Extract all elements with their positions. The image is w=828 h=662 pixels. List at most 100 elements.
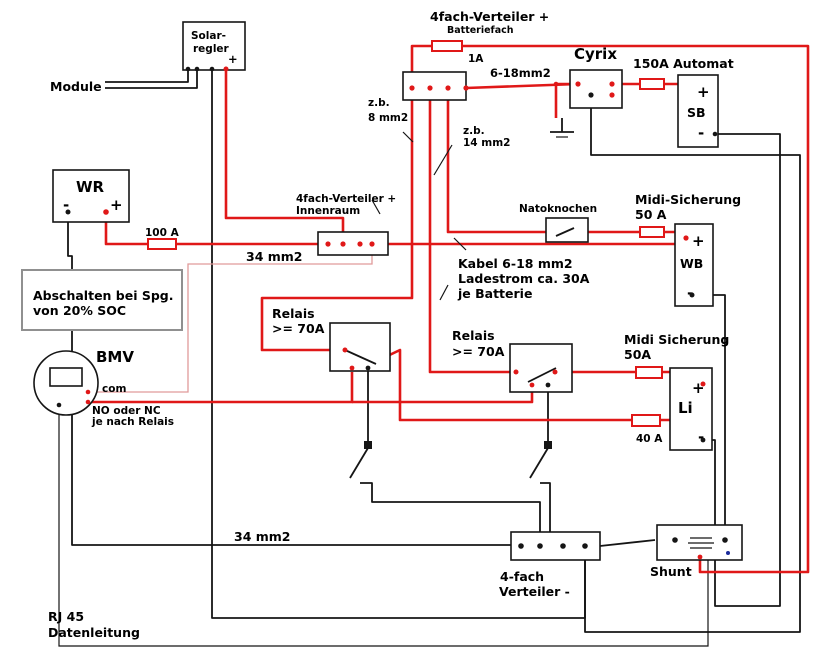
work-battery: + WB -	[674, 223, 714, 307]
midi-li-label1: Midi Sicherung	[624, 332, 729, 347]
fuse-1a-body	[431, 40, 463, 52]
zb2-label: z.b.	[463, 125, 485, 137]
relay1-box	[329, 322, 391, 372]
relay2-label1: Relais	[452, 328, 495, 343]
distributor-minus: 4-fach Verteiler -	[499, 531, 601, 599]
negative-wires	[58, 70, 801, 647]
solar-plus-wire	[224, 70, 345, 245]
distributor-shunt-wire	[599, 539, 656, 547]
bmv-com-wire	[90, 245, 373, 393]
relay2-box	[509, 343, 573, 393]
relay2-switch-blade	[529, 447, 549, 479]
relay-1: Relais >= 70A	[272, 306, 391, 449]
work-battery-box	[674, 223, 714, 307]
cable-34-top-label: 34 mm2	[246, 249, 303, 264]
li-battery-minus: -	[698, 428, 704, 446]
midi-li-label2: 50A	[624, 347, 651, 362]
cyrix: Cyrix	[553, 45, 623, 109]
inverter-minus-wire	[67, 212, 517, 546]
bmv-to-relay2-wire	[352, 385, 534, 404]
cable-34-bottom-label: 34 mm2	[234, 529, 291, 544]
relay1-to-li-wire	[374, 348, 632, 422]
work-battery-minus: -	[687, 284, 693, 302]
cable-note-line3: je Batterie	[457, 286, 532, 301]
cutoff-note-box	[21, 269, 183, 331]
zb2-size-label: 14 mm2	[463, 137, 510, 149]
li-battery-box	[669, 367, 713, 451]
rj45-label-2: Datenleitung	[48, 625, 140, 640]
work-battery-label: WB	[680, 256, 703, 271]
li-minus-wire	[703, 439, 716, 535]
rj45-cable	[58, 405, 709, 647]
relay1-label1: Relais	[272, 306, 315, 321]
solar-controller-label-1: Solar-	[191, 30, 226, 42]
distributor-plus-battery-label1: 4fach-Verteiler +	[430, 9, 549, 24]
cutoff-note-line2: von 20% SOC	[33, 303, 126, 318]
fuse-1a-label: 1A	[468, 53, 484, 65]
relay2-neg-wire	[540, 482, 551, 548]
label-pointers	[371, 131, 467, 301]
automat-150a-label: 150A Automat	[633, 56, 734, 71]
distributor-plus-interior-label2: Innenraum	[296, 205, 360, 217]
cyrix-neg-wire	[584, 95, 801, 633]
midi-li-body	[635, 366, 663, 379]
fuse-100a: 100 A	[145, 227, 180, 250]
rj45-label-1: RJ 45	[48, 609, 84, 624]
automat-150a: 150A Automat	[633, 56, 734, 90]
distributor-plus-battery: 4fach-Verteiler + Batteriefach	[402, 9, 549, 101]
shunt: Shunt	[650, 524, 743, 579]
relay1-neg-wire	[360, 482, 541, 548]
starter-battery-plus: +	[697, 83, 710, 101]
midi-fuse-50a-label1: Midi-Sicherung	[635, 192, 741, 207]
pointer-8mm2	[402, 131, 414, 143]
bmv-to-relay1-wire	[90, 372, 354, 404]
fuse-1a-wire-a	[410, 44, 432, 72]
fuse-1a-wire-b	[462, 44, 810, 574]
fuse-40a-label: 40 A	[636, 433, 663, 445]
distributor-plus-interior-box	[317, 231, 389, 256]
automat-150a-body	[639, 78, 665, 90]
natoknochen: Natoknochen	[519, 203, 597, 243]
li-battery: + Li -	[669, 367, 713, 451]
bmv-note-line1: NO oder NC	[92, 405, 161, 417]
solar-controller-box	[182, 21, 246, 71]
cable-note-line2: Ladestrom ca. 30A	[458, 271, 590, 286]
natoknochen-switch	[555, 227, 575, 237]
distributor-plus-interior-label1: 4fach-Verteiler +	[296, 193, 396, 205]
solar-controller-label-2: regler	[193, 43, 230, 55]
natoknochen-box	[545, 217, 589, 243]
fuse-40a-body	[631, 414, 661, 427]
inverter-label: WR	[76, 178, 105, 196]
cable-note-line1: Kabel 6-18 mm2	[458, 256, 573, 271]
bmv: BMV com NO oder NC je nach Relais	[33, 348, 174, 428]
fuse-100a-body	[147, 238, 177, 250]
relay2-contact	[527, 367, 557, 383]
starter-battery-label: SB	[687, 105, 706, 120]
cutoff-note: Abschalten bei Spg. von 20% SOC	[21, 269, 183, 331]
relay1-switch-blade	[349, 447, 369, 479]
dist-to-relay1-wire	[260, 92, 414, 352]
cable-6-18-label: 6-18mm2	[490, 66, 551, 80]
signal-wires	[90, 245, 373, 393]
midi-fuse-50a-label2: 50 A	[635, 207, 667, 222]
pointer-interior	[371, 199, 381, 215]
bmv-com-label: com	[102, 383, 126, 395]
pointer-14mm2	[433, 144, 453, 176]
bmv-label: BMV	[96, 348, 134, 366]
midi-fuse-50a-body	[639, 226, 665, 238]
distributor-minus-label2: Verteiler -	[499, 584, 570, 599]
zb1-label: z.b.	[368, 97, 390, 109]
module-label: Module	[50, 79, 102, 94]
module-wire-1	[105, 70, 189, 83]
starter-battery-minus: -	[698, 124, 704, 142]
midi-fuse-50a: Midi-Sicherung 50 A	[635, 192, 741, 238]
distributor-plus-battery-label2: Batteriefach	[447, 25, 514, 36]
fuse-40a: 40 A	[631, 414, 663, 445]
starter-battery-box	[677, 74, 719, 148]
pointer-cable-note-a	[453, 237, 467, 251]
cyrix-box	[569, 69, 623, 109]
bmv-note-line2: je nach Relais	[91, 416, 174, 428]
starter-battery: + SB -	[677, 74, 719, 148]
solar-controller: Solar- regler +	[182, 21, 246, 72]
